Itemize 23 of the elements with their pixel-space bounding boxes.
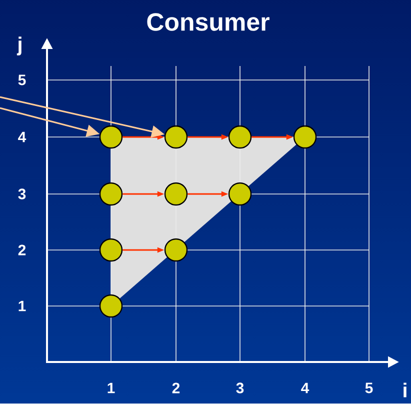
point-circle [99,294,123,318]
point-circle [99,125,123,149]
point-circle [99,238,123,262]
tick-label: 1 [108,382,115,394]
tick-label: 2 [18,244,26,256]
axis-label: j [16,36,22,56]
point-circle [228,182,252,206]
tick-label: 3 [236,382,244,394]
tick-label: 3 [18,188,26,200]
point-circle [228,125,252,149]
tick-label: 5 [18,74,26,86]
tick-label: 1 [18,300,26,312]
point-circle [164,182,188,206]
point-circle [164,238,188,262]
point-circle [293,125,317,149]
tick-label: 4 [18,132,26,142]
tick-label: 5 [365,382,373,394]
title: Consumer [147,13,270,31]
axis-label: i [404,382,406,398]
tick-label: 2 [172,382,180,394]
point-circle [99,182,123,206]
point-circle [164,125,188,149]
tick-label: 4 [301,382,310,394]
